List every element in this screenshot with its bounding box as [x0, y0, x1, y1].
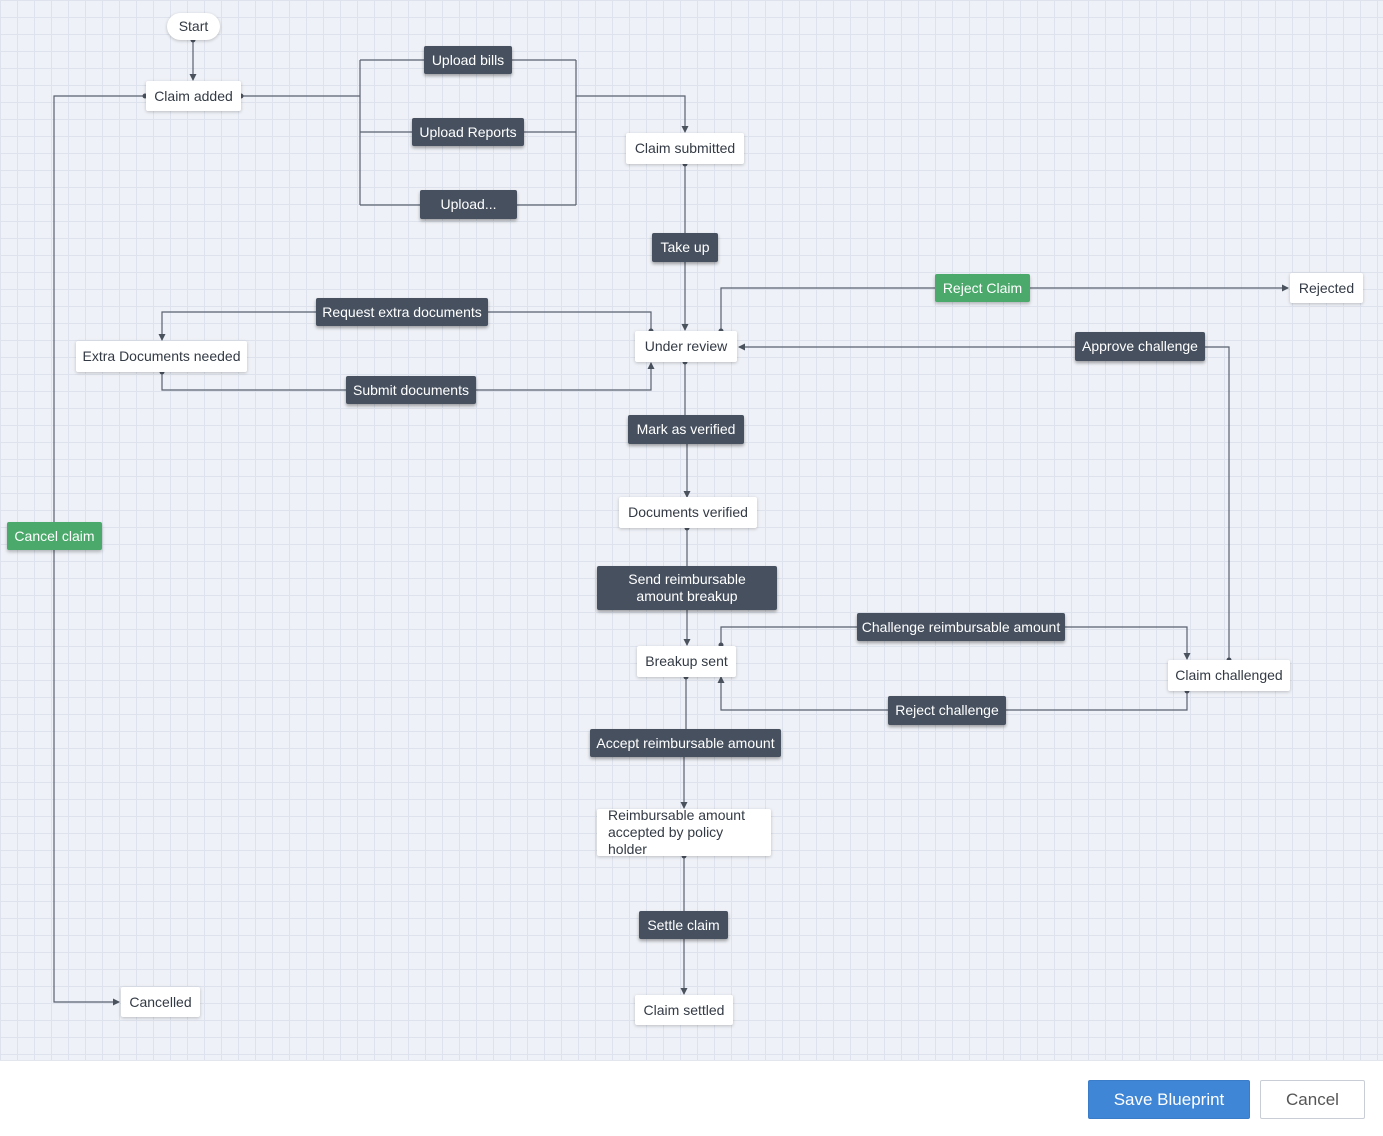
- transition-upload-reports[interactable]: Upload Reports: [412, 118, 524, 146]
- transition-reject-claim[interactable]: Reject Claim: [935, 274, 1030, 302]
- start-node[interactable]: Start: [167, 13, 220, 40]
- transition-submit-documents[interactable]: Submit documents: [346, 376, 476, 404]
- transition-challenge-reimbursable-amount[interactable]: Challenge reimbursable amount: [857, 613, 1065, 641]
- state-claim-settled[interactable]: Claim settled: [635, 995, 733, 1025]
- state-extra-documents-needed[interactable]: Extra Documents needed: [76, 341, 247, 372]
- transition-upload-bills[interactable]: Upload bills: [424, 46, 512, 74]
- action-footer: Save Blueprint Cancel: [0, 1060, 1383, 1136]
- state-rejected[interactable]: Rejected: [1290, 273, 1363, 303]
- state-claim-added[interactable]: Claim added: [146, 81, 241, 111]
- transition-approve-challenge[interactable]: Approve challenge: [1075, 332, 1205, 361]
- transition-take-up[interactable]: Take up: [652, 233, 718, 262]
- state-under-review[interactable]: Under review: [635, 331, 737, 362]
- transition-request-extra-documents[interactable]: Request extra documents: [316, 298, 488, 326]
- save-blueprint-button[interactable]: Save Blueprint: [1088, 1080, 1250, 1119]
- blueprint-canvas[interactable]: Start Claim added Upload bills Upload Re…: [0, 0, 1383, 1060]
- cancel-button[interactable]: Cancel: [1260, 1080, 1365, 1119]
- transition-mark-as-verified[interactable]: Mark as verified: [628, 415, 744, 444]
- transition-send-reimbursable-breakup[interactable]: Send reimbursable amount breakup: [597, 566, 777, 610]
- transition-reject-challenge[interactable]: Reject challenge: [888, 696, 1006, 725]
- transition-settle-claim[interactable]: Settle claim: [639, 911, 728, 939]
- state-breakup-sent[interactable]: Breakup sent: [637, 646, 736, 677]
- transition-cancel-claim[interactable]: Cancel claim: [7, 522, 102, 550]
- state-documents-verified[interactable]: Documents verified: [619, 497, 757, 528]
- transition-upload-more[interactable]: Upload...: [420, 190, 517, 219]
- state-amount-accepted[interactable]: Reimbursable amount accepted by policy h…: [597, 807, 771, 857]
- state-claim-submitted[interactable]: Claim submitted: [626, 133, 744, 164]
- connector-lines: [53, 37, 1289, 1006]
- state-cancelled[interactable]: Cancelled: [121, 987, 200, 1017]
- state-claim-challenged[interactable]: Claim challenged: [1168, 660, 1290, 691]
- transition-accept-reimbursable-amount[interactable]: Accept reimbursable amount: [590, 729, 781, 757]
